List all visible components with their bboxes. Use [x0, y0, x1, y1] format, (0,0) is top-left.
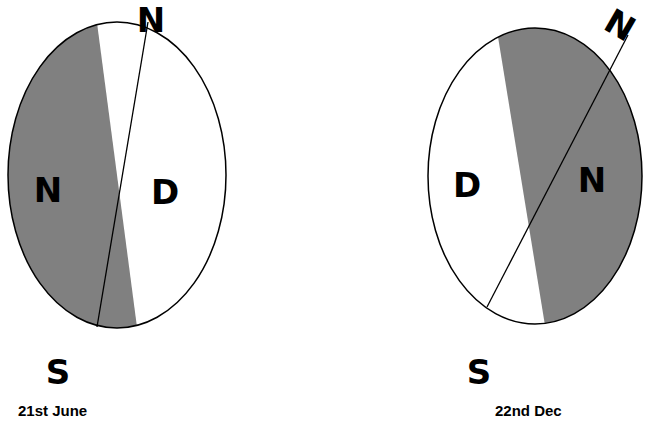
pole-label: N	[599, 3, 641, 47]
date-caption: 22nd Dec	[495, 403, 562, 418]
date-caption: 21st June	[18, 403, 87, 418]
earth-outline	[428, 28, 642, 324]
night-label: N	[34, 173, 62, 207]
pole-label: S	[467, 355, 492, 389]
earth-axis	[487, 35, 628, 307]
night-label: N	[578, 163, 606, 197]
night-shade	[0, 0, 140, 350]
earth-outline	[8, 22, 226, 328]
earth-axis	[97, 22, 148, 327]
pole-label: N	[137, 3, 165, 37]
pole-label: S	[46, 355, 71, 389]
day-label: D	[453, 168, 481, 202]
night-shade	[492, 0, 645, 350]
day-label: D	[151, 175, 179, 209]
